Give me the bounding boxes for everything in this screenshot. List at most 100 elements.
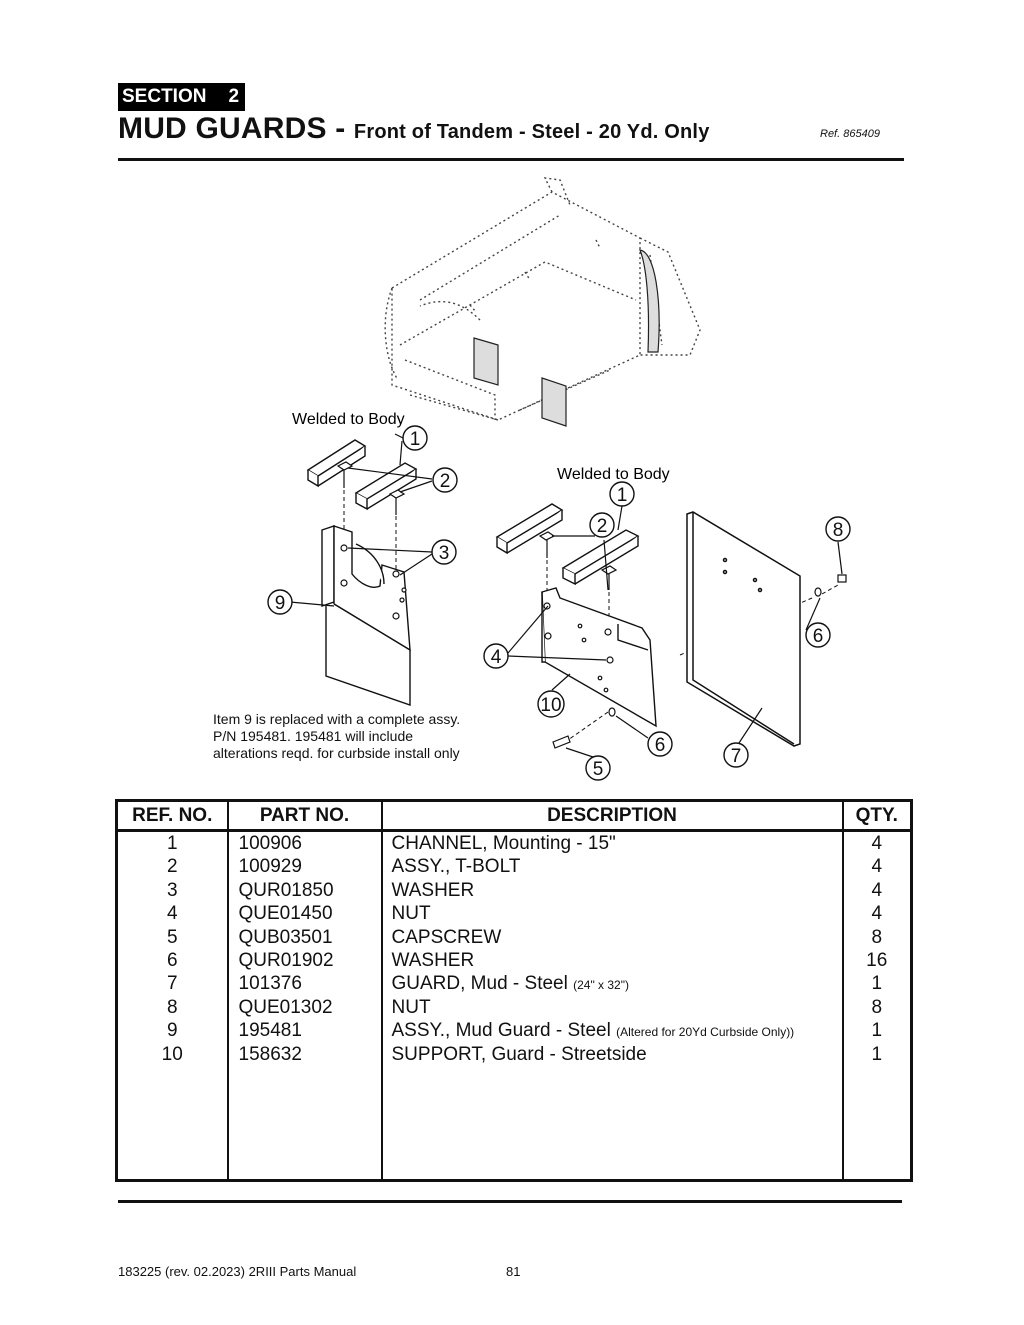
part-cell: 195481 [238, 1020, 302, 1042]
callout-label: 7 [731, 746, 742, 767]
description-cell: CAPSCREW [392, 926, 842, 949]
qty-cell: 1 [871, 973, 883, 995]
footer-document-info: 183225 (rev. 02.2023) 2RIII Parts Manual [118, 1264, 357, 1279]
callout-circle [589, 512, 615, 538]
support-guard-streetside [541, 587, 657, 728]
channel-left-upper [306, 439, 367, 488]
part-cell: QUR01850 [238, 879, 334, 901]
callout-label: 2 [440, 471, 451, 492]
description-text: ASSY., T-BOLT [391, 856, 521, 878]
part-cell: 101376 [238, 973, 302, 995]
description-text: SUPPORT, Guard - Streetside [391, 1043, 647, 1065]
callout-label: 2 [597, 516, 608, 537]
ref-cell: 9 [166, 1020, 178, 1042]
qty-cell: 16 [866, 949, 888, 971]
description-note: (Altered for 20Yd Curbside Only)) [616, 1025, 795, 1040]
body-mount-plates [473, 249, 660, 427]
callout-label: 1 [410, 429, 421, 450]
support-holes [543, 602, 614, 693]
description-column: CHANNEL, Mounting - 15" ASSY., T-BOLT WA… [380, 830, 843, 1181]
description-text: WASHER [391, 949, 475, 971]
callout-circle [402, 425, 428, 451]
callout-label: 6 [813, 626, 824, 647]
page-title-sub: Front of Tandem - Steel - 20 Yd. Only [353, 121, 710, 143]
description-text: GUARD, Mud - Steel [391, 973, 574, 995]
mud-guard-steel [686, 511, 801, 747]
parts-diagram: Welded to Body Welded to Body 1 2 3 9 1 … [267, 177, 851, 781]
ref-cell: 10 [161, 1043, 183, 1065]
welded-label-right: Welded to Body [557, 466, 670, 483]
description-text: CHANNEL, Mounting - 15" [391, 833, 616, 854]
qty-cell: 1 [871, 1020, 883, 1042]
callouts: 1 2 3 9 1 2 8 4 6 10 6 7 5 [267, 425, 851, 781]
description-cell: WASHER [392, 949, 842, 972]
callout-label: 10 [540, 695, 561, 716]
welded-label-left: Welded to Body [292, 411, 405, 428]
left-bracket-holes [340, 544, 407, 620]
qty-cell: 8 [871, 926, 883, 948]
replacement-note: Item 9 is replaced with a complete assy.… [213, 711, 460, 762]
callout-circle [537, 690, 565, 718]
ref-cell: 3 [166, 879, 178, 901]
callout-circle [723, 742, 749, 768]
page-title-main: MUD GUARDS - [118, 112, 354, 145]
part-cell: QUE01302 [238, 996, 333, 1018]
channel-right-upper [495, 503, 564, 555]
mud-guard-assembly-left [321, 525, 411, 706]
description-cell: WASHER [392, 879, 842, 902]
callout-label: 3 [439, 543, 450, 564]
qty-cell: 4 [871, 879, 883, 901]
description-cell: ASSY., T-BOLT [392, 855, 842, 878]
note-line: P/N 195481. 195481 will include [213, 728, 414, 744]
qty-cell: 4 [871, 903, 883, 925]
column-header-ref: REF. NO. [116, 800, 228, 832]
channel-left-lower [354, 462, 418, 511]
note-line: Item 9 is replaced with a complete assy. [213, 711, 461, 727]
qty-cell: 4 [871, 833, 883, 854]
callout-circle [585, 755, 611, 781]
callout-circle [609, 481, 635, 507]
callout-circle [431, 539, 457, 565]
channel-right-lower [561, 529, 640, 586]
title-divider [118, 158, 904, 161]
reference-number: Ref. 865409 [820, 128, 880, 140]
callout-circle [647, 731, 673, 757]
description-cell: SUPPORT, Guard - Streetside [392, 1043, 842, 1066]
description-cell: NUT [392, 996, 842, 1019]
description-cell: GUARD, Mud - Steel (24" x 32") [392, 972, 842, 995]
callout-label: 8 [833, 520, 844, 541]
part-cell: 158632 [238, 1043, 302, 1065]
column-header-qty: QTY. [841, 800, 912, 832]
ref-cell: 4 [166, 903, 178, 925]
truck-body-outline [384, 177, 701, 421]
part-cell: 100906 [238, 833, 302, 854]
part-cell: 100929 [238, 856, 302, 878]
callout-label: 1 [617, 485, 628, 506]
section-number: 2 [228, 86, 240, 107]
callout-circle [432, 467, 458, 493]
ref-column: 1 2 3 4 5 6 7 8 9 10 [117, 831, 228, 1181]
description-text: WASHER [391, 879, 475, 901]
description-text: ASSY., Mud Guard - Steel [391, 1020, 617, 1042]
part-cell: QUB03501 [238, 926, 333, 948]
callout-label: 4 [491, 647, 502, 668]
parts-table: REF. NO. PART NO. DESCRIPTION QTY. 1 2 3… [115, 799, 913, 1182]
description-cell: CHANNEL, Mounting - 15" [392, 832, 842, 855]
callout-circle [825, 516, 851, 542]
hardware-right [552, 574, 847, 749]
ref-cell: 6 [166, 949, 178, 971]
ref-cell: 1 [166, 833, 178, 854]
table-header-row: REF. NO. PART NO. DESCRIPTION QTY. [116, 800, 912, 832]
leader-lines [289, 433, 843, 759]
part-cell: QUR01902 [238, 949, 334, 971]
note-line: alterations reqd. for curbside install o… [213, 745, 460, 761]
ref-cell: 8 [166, 996, 178, 1018]
description-text: NUT [391, 903, 431, 925]
description-cell: ASSY., Mud Guard - Steel (Altered for 20… [392, 1019, 842, 1042]
description-text: CAPSCREW [391, 926, 502, 948]
callout-label: 5 [593, 759, 604, 780]
description-note: (24" x 32") [573, 978, 629, 993]
qty-column: 4 4 4 4 8 16 1 8 1 1 [841, 830, 912, 1181]
page-title: MUD GUARDS - Front of Tandem - Steel - 2… [118, 112, 710, 146]
ref-cell: 2 [166, 856, 178, 878]
